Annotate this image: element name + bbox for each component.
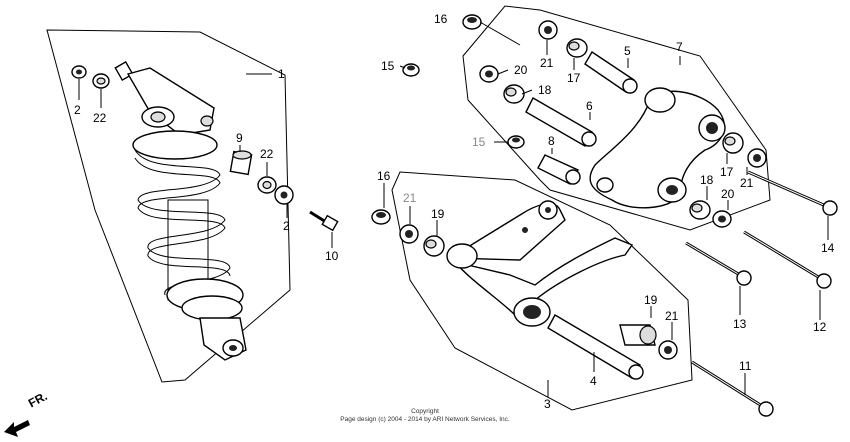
bolt-13	[685, 241, 752, 286]
seal-20-upper	[479, 65, 499, 83]
callout-16-upper[interactable]: 16	[434, 12, 448, 26]
washer-2-lower	[274, 185, 294, 205]
callout-16-lower[interactable]: 16	[377, 169, 391, 183]
link-arm-group-outline	[462, 5, 771, 231]
seal-22-lower	[257, 176, 277, 194]
callout-3[interactable]: 3	[544, 397, 551, 411]
collar-9	[229, 150, 253, 176]
callout-17-upper[interactable]: 17	[567, 71, 581, 85]
callout-18-upper[interactable]: 18	[538, 83, 552, 97]
callout-19-left[interactable]: 19	[431, 207, 445, 221]
callout-21-left[interactable]: 21	[403, 191, 417, 205]
copyright-notice: Copyright Page design (c) 2004 - 2014 by…	[0, 408, 850, 424]
nut-16-upper	[462, 14, 482, 30]
callout-17-right[interactable]: 17	[720, 165, 734, 179]
callout-13[interactable]: 13	[733, 317, 747, 331]
callout-19-right[interactable]: 19	[644, 293, 658, 307]
collar-5	[584, 51, 638, 94]
callout-20-right[interactable]: 20	[721, 187, 735, 201]
seal-20-right	[712, 210, 732, 228]
seal-21-right	[747, 148, 767, 168]
copyright-title: Copyright	[411, 408, 439, 415]
callout-5[interactable]: 5	[624, 44, 631, 58]
bearing-18-upper	[503, 84, 525, 104]
callout-15-upper[interactable]: 15	[381, 59, 395, 73]
collar-6	[525, 97, 597, 147]
bearing-17-right	[722, 132, 744, 154]
callout-12[interactable]: 12	[813, 320, 827, 334]
bolt-14	[747, 170, 838, 216]
callout-10[interactable]: 10	[325, 249, 339, 263]
callout-11[interactable]: 11	[739, 359, 752, 373]
nut-15-middle	[507, 135, 525, 149]
callout-21-right[interactable]: 21	[740, 176, 754, 190]
copyright-text: Page design (c) 2004 - 2014 by ARI Netwo…	[340, 416, 510, 423]
callout-21-upper[interactable]: 21	[540, 56, 554, 70]
callout-21-lower[interactable]: 21	[665, 309, 679, 323]
collar-8	[537, 154, 581, 185]
callouts: 1 2 22 9 22 2 10 16 15 21 17 20 18 5 7 6…	[74, 12, 835, 411]
bearing-18-right	[689, 200, 711, 220]
callout-1[interactable]: 1	[278, 67, 285, 81]
callout-2-upper[interactable]: 2	[74, 103, 81, 117]
nut-16-lower	[371, 209, 391, 225]
callout-15-middle[interactable]: 15	[472, 135, 486, 149]
seal-21-left	[399, 224, 419, 244]
connecting-rod-group-outline	[391, 171, 693, 411]
callout-18-right[interactable]: 18	[700, 173, 714, 187]
bolt-12	[743, 230, 832, 289]
bolt-10	[309, 210, 339, 232]
seal-21-upper	[538, 20, 558, 40]
callout-20-upper[interactable]: 20	[514, 63, 528, 77]
nut-15-upper	[402, 63, 420, 77]
callout-2-lower[interactable]: 2	[283, 219, 290, 233]
collar-4	[547, 314, 644, 380]
callout-22-upper[interactable]: 22	[93, 111, 107, 125]
seal-21-lower	[658, 340, 678, 360]
callout-7[interactable]: 7	[676, 40, 683, 54]
bearing-19-right	[619, 324, 657, 346]
callout-14[interactable]: 14	[821, 241, 835, 255]
bearing-17-upper	[566, 38, 588, 58]
callout-4[interactable]: 4	[590, 374, 597, 388]
leader-lines	[78, 21, 829, 397]
seal-22-upper	[92, 73, 110, 89]
callout-6[interactable]: 6	[586, 99, 593, 113]
callout-9[interactable]: 9	[236, 131, 243, 145]
bolt-11	[691, 360, 774, 417]
callout-8[interactable]: 8	[548, 134, 555, 148]
connecting-rod-3	[446, 200, 634, 327]
callout-22-lower[interactable]: 22	[260, 147, 274, 161]
front-direction-arrow-icon	[4, 420, 30, 437]
bearing-19-left	[423, 235, 445, 257]
shock-absorber	[114, 60, 247, 361]
link-arm-7	[589, 87, 726, 209]
washer-2-upper	[71, 65, 87, 79]
